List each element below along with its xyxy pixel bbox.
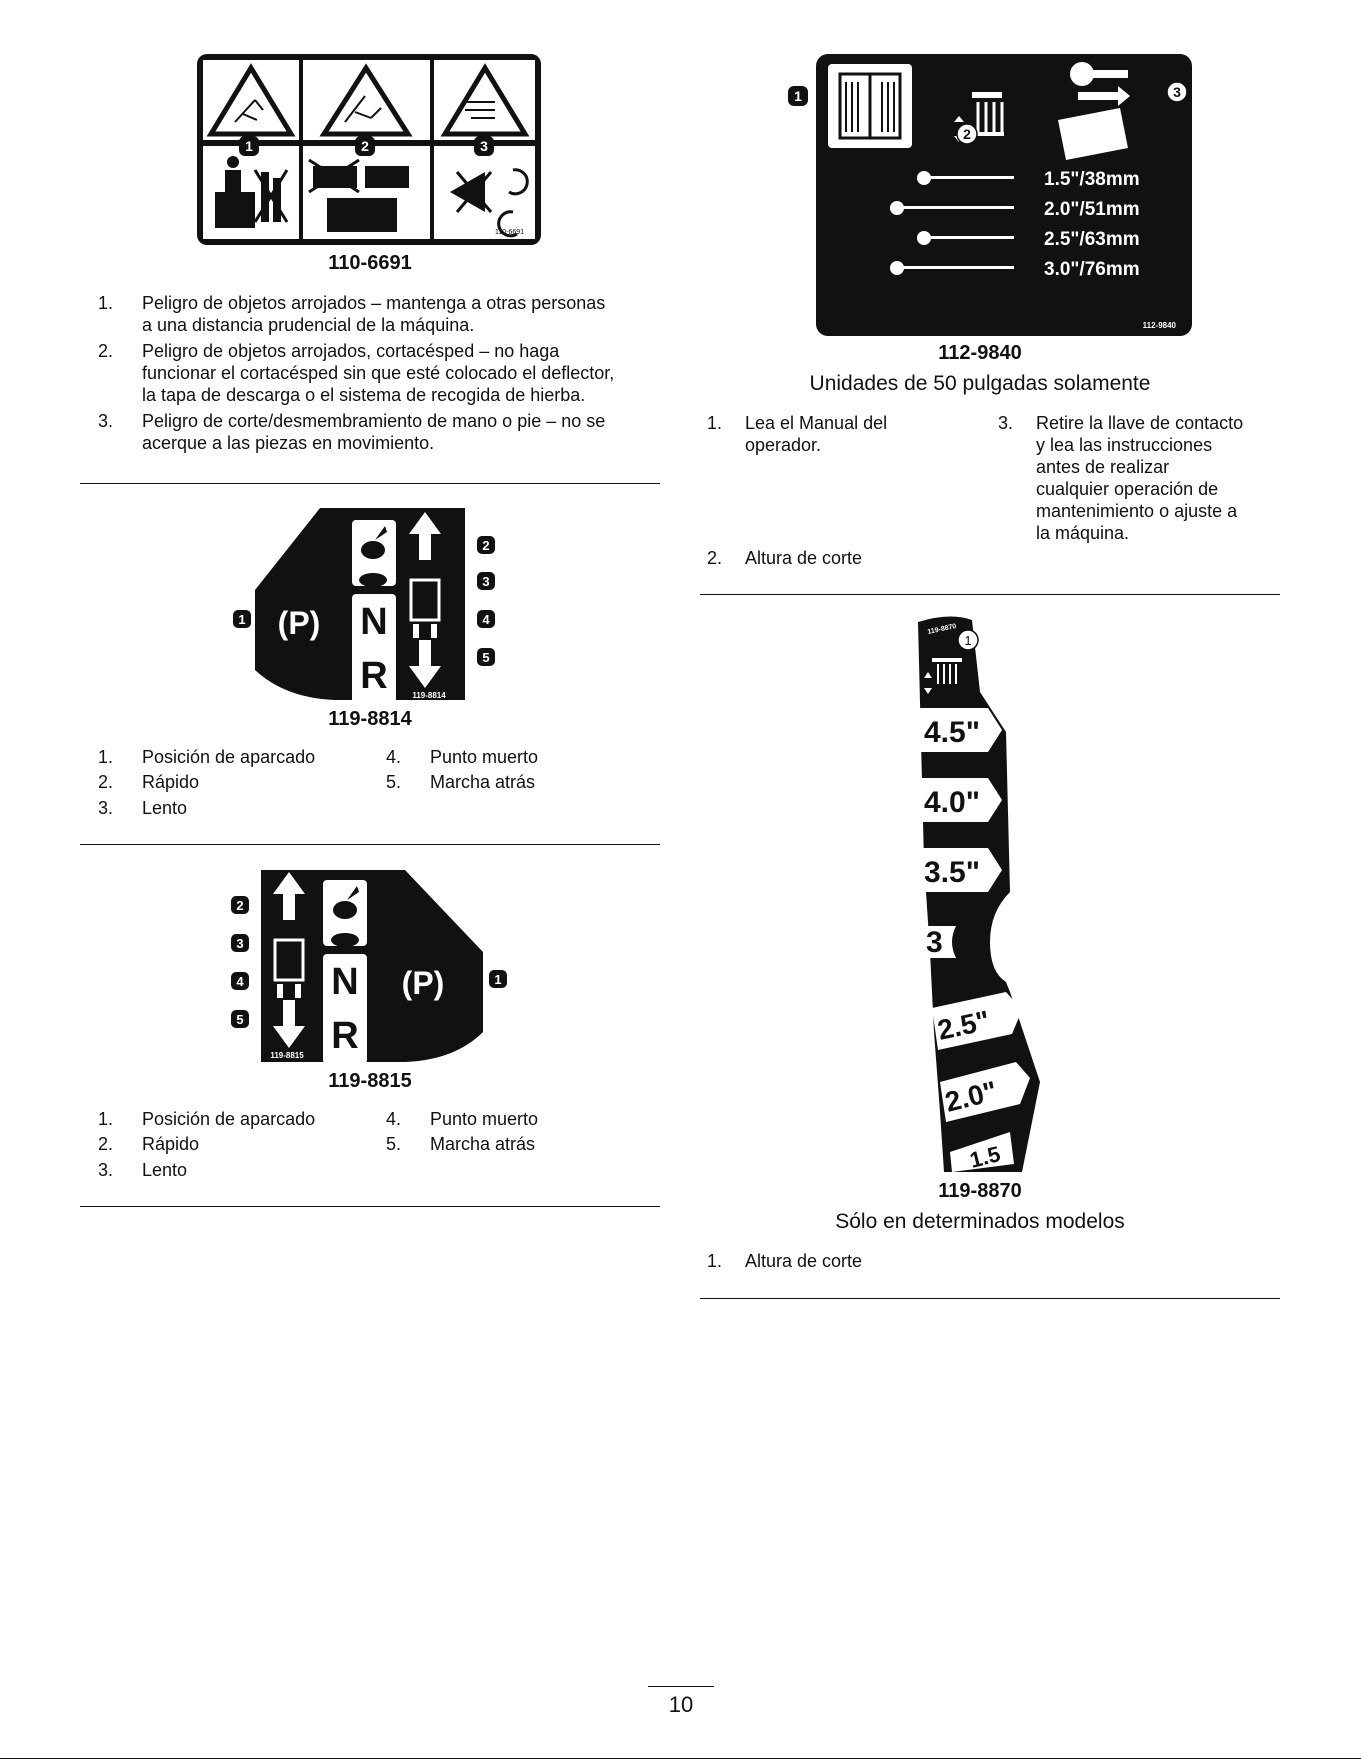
decal-119-8870-graphic: 1 119-8870 4.5" 4.0" 3.5" 3 2.5" 2.0" 1.… <box>918 616 1040 1173</box>
decal-code-119-8870: 119-8870 <box>938 1180 1022 1202</box>
callout-1: 1 <box>494 972 501 987</box>
callout-2: 2 <box>361 138 369 154</box>
divider <box>80 844 660 845</box>
park-symbol: (P) <box>278 605 321 641</box>
callout-5: 5 <box>236 1012 243 1027</box>
callout-1: 1 <box>238 612 245 627</box>
height-mark: 3 <box>926 926 943 959</box>
decal-small-code: 119-8814 <box>412 691 446 700</box>
decal-small-code: 119-8815 <box>270 1051 304 1060</box>
decal-112-9840-graphic: 1 2 3 1.5"/38mm 2.0"/51mm 2.5"/63mm 3.0"… <box>788 54 1192 336</box>
callout-1: 1 <box>245 138 253 154</box>
callout-5: 5 <box>482 650 489 665</box>
neutral-letter: N <box>360 601 387 643</box>
callout-3: 3 <box>482 574 489 589</box>
decal-110-6691-graphic: 1 2 3 110-6691 <box>197 54 541 245</box>
decal-code-119-8815: 119-8815 <box>328 1070 412 1092</box>
page-number-rule <box>648 1686 714 1687</box>
callout-badges: 1 2 3 <box>239 136 494 156</box>
height-mark: 3.5" <box>924 856 980 889</box>
decal-119-8815-graphic: N R (P) 119-8815 1 2 3 4 5 <box>231 870 507 1064</box>
callout-2: 2 <box>963 126 971 142</box>
height-label: 1.5"/38mm <box>1044 169 1140 190</box>
decal-small-code: 112-9840 <box>1143 321 1177 330</box>
park-symbol: (P) <box>402 965 445 1001</box>
bottom-border <box>0 1758 1361 1759</box>
height-label: 3.0"/76mm <box>1044 259 1140 280</box>
decal-small-code: 110-6691 <box>495 229 524 236</box>
height-label: 2.0"/51mm <box>1044 199 1140 220</box>
decal-119-8814-graphic: N R (P) 119-8814 1 2 3 4 5 <box>233 508 495 704</box>
divider <box>700 594 1280 595</box>
height-label: 2.5"/63mm <box>1044 229 1140 250</box>
divider <box>80 1206 660 1207</box>
reverse-letter: R <box>331 1015 358 1057</box>
decal-code-119-8814: 119-8814 <box>328 708 412 730</box>
divider <box>700 1298 1280 1299</box>
callout-2: 2 <box>482 538 489 553</box>
callout-1: 1 <box>794 88 802 104</box>
decal-code-110-6691: 110-6691 <box>328 252 412 274</box>
callout-3: 3 <box>480 138 488 154</box>
height-mark: 4.5" <box>924 716 980 749</box>
neutral-letter: N <box>331 961 358 1003</box>
callout-4: 4 <box>482 612 490 627</box>
callout-3: 3 <box>236 936 243 951</box>
callout-2: 2 <box>236 898 243 913</box>
reverse-letter: R <box>360 655 387 697</box>
callout-3: 3 <box>1173 84 1181 100</box>
decal-code-112-9840: 112-9840 <box>938 342 1022 364</box>
divider <box>80 483 660 484</box>
callout-4: 4 <box>236 974 244 989</box>
page-number: 10 <box>668 1692 694 1717</box>
callout-1: 1 <box>964 633 971 648</box>
decal-subtitle: Sólo en determinados modelos <box>835 1210 1125 1233</box>
decal-subtitle: Unidades de 50 pulgadas solamente <box>809 372 1151 395</box>
height-mark: 4.0" <box>924 786 980 819</box>
